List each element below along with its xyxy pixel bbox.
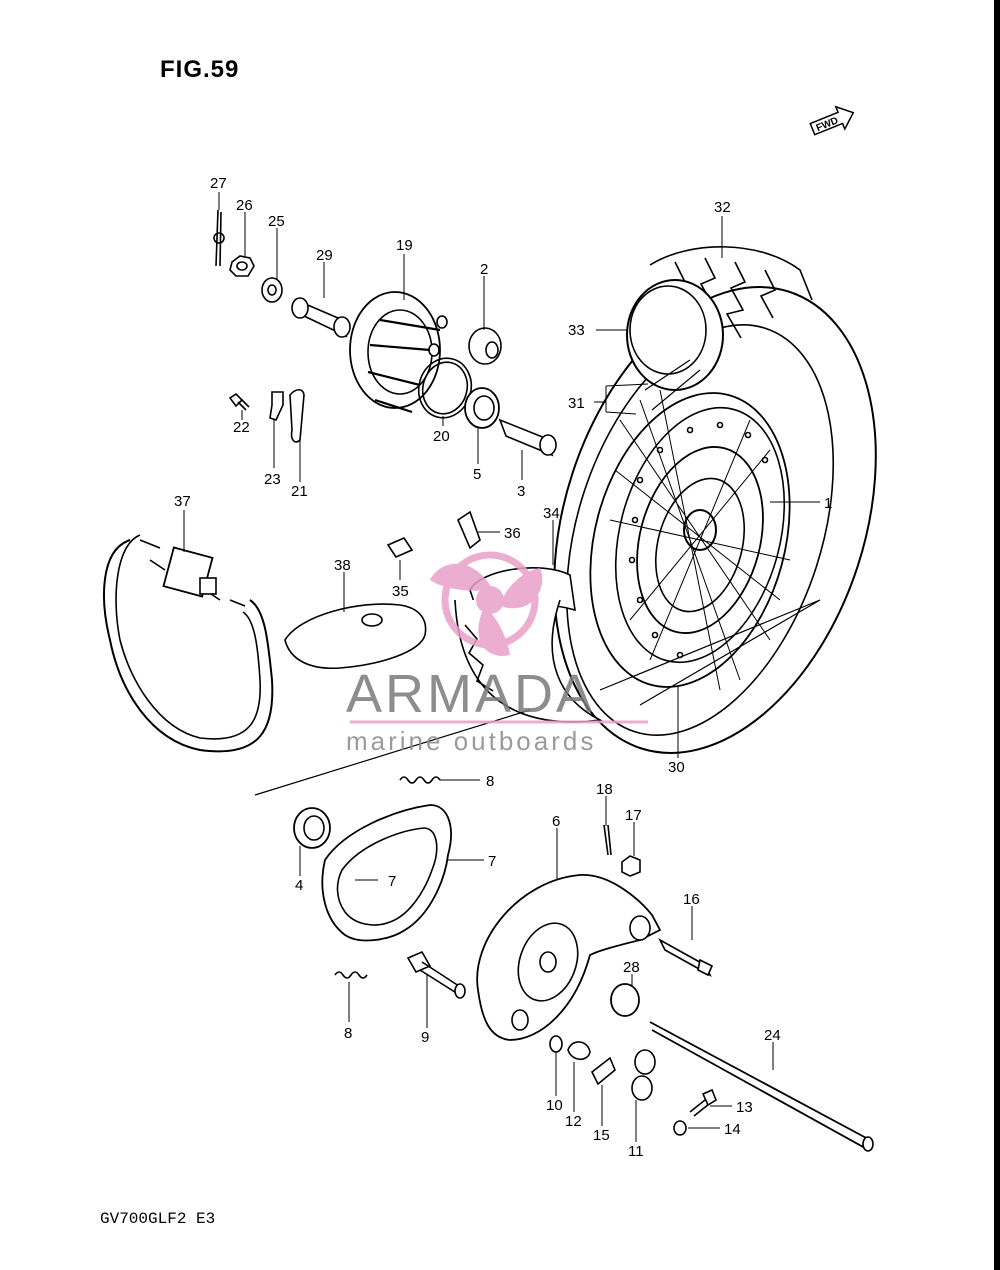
callout-36: 36 [504,525,521,542]
callout-27: 27 [210,175,227,192]
bolt-22 [228,392,250,411]
brake-panel-6 [476,874,662,1041]
spacer-29 [291,297,351,338]
damper-2 [468,327,502,365]
callout-16: 16 [683,891,700,908]
collar-28 [610,983,640,1017]
callout-25: 25 [268,213,285,230]
callout-22: 22 [233,419,250,436]
spacer-3 [498,418,557,457]
callout-21: 21 [291,483,308,500]
plate-15 [590,1056,616,1086]
callout-37: 37 [174,493,191,510]
model-code: GV700GLF2 E3 [100,1210,216,1228]
bolt-13 [689,1088,717,1117]
callout-15: 15 [593,1127,610,1144]
propeller-logo-icon [430,551,543,656]
callout-19: 19 [396,237,413,254]
callout-24: 24 [764,1027,781,1044]
bearing-4 [293,807,331,849]
callout-12: 12 [565,1113,582,1130]
callout-11: 11 [628,1143,644,1160]
callout-26: 26 [236,197,253,214]
callout-3: 3 [517,483,525,500]
cotter-pin-18 [603,824,612,856]
watermark-tagline: marine outboards [346,726,596,756]
watermark-brand: ARMADA [346,664,595,724]
callout-labels: 27 26 25 29 19 2 32 33 31 22 23 21 20 5 … [174,175,832,1160]
spring-8-lower [334,971,368,979]
clip-35 [386,536,414,559]
nut-17 [621,855,641,877]
callout-7-outer: 7 [488,853,496,870]
fwd-label: FWD [815,115,840,134]
callout-1: 1 [824,495,832,512]
axle-24 [649,1021,874,1152]
callout-6: 6 [552,813,560,830]
bolt-16 [658,938,714,977]
figure-title: FIG.59 [160,56,240,83]
callout-38: 38 [334,557,351,574]
callout-10: 10 [546,1097,563,1114]
snap-ring-10 [549,1035,563,1053]
washer-25 [261,277,283,303]
callout-8-upper: 8 [486,773,494,790]
callout-5: 5 [473,466,481,483]
assembly-line [254,599,821,796]
castle-nut-26 [229,255,255,277]
callout-30: 30 [668,759,685,776]
callout-29: 29 [316,247,333,264]
callout-32: 32 [714,199,731,216]
leader-lines [183,192,820,1142]
bearing-5 [464,387,500,429]
lock-plate-23 [269,391,284,421]
callout-34: 34 [543,505,560,522]
page-border [994,0,1000,1270]
storage-bag-38 [284,603,427,670]
brake-shoes-7 [321,804,452,942]
retainer-21 [289,388,305,443]
fwd-arrow-icon: FWD [809,105,855,136]
callout-14: 14 [724,1121,741,1138]
adjuster-11 [631,1049,656,1101]
nut-14 [673,1120,687,1136]
callout-33: 33 [568,322,585,339]
callout-28: 28 [623,959,640,976]
brake-cam-9 [406,950,466,999]
valve-36 [457,510,481,550]
watermark: ARMADA marine outboards [346,551,648,756]
inner-tube [626,279,724,391]
stopper-12 [567,1041,591,1061]
spring-8-upper [399,776,441,784]
chain-lock-37 [103,534,274,753]
callout-17: 17 [625,807,642,824]
callout-4: 4 [295,877,303,894]
final-gear-hub-19 [349,291,448,414]
callout-18: 18 [596,781,613,798]
callout-2: 2 [480,261,488,278]
callout-35: 35 [392,583,409,600]
cotter-pin-27 [213,209,225,267]
callout-8-lower: 8 [344,1025,352,1042]
spoke-wheel [589,359,791,691]
callout-23: 23 [264,471,281,488]
callout-9: 9 [421,1029,429,1046]
callout-20: 20 [433,428,450,445]
callout-13: 13 [736,1099,753,1116]
callout-7-inner: 7 [388,873,396,890]
callout-31: 31 [568,395,585,412]
